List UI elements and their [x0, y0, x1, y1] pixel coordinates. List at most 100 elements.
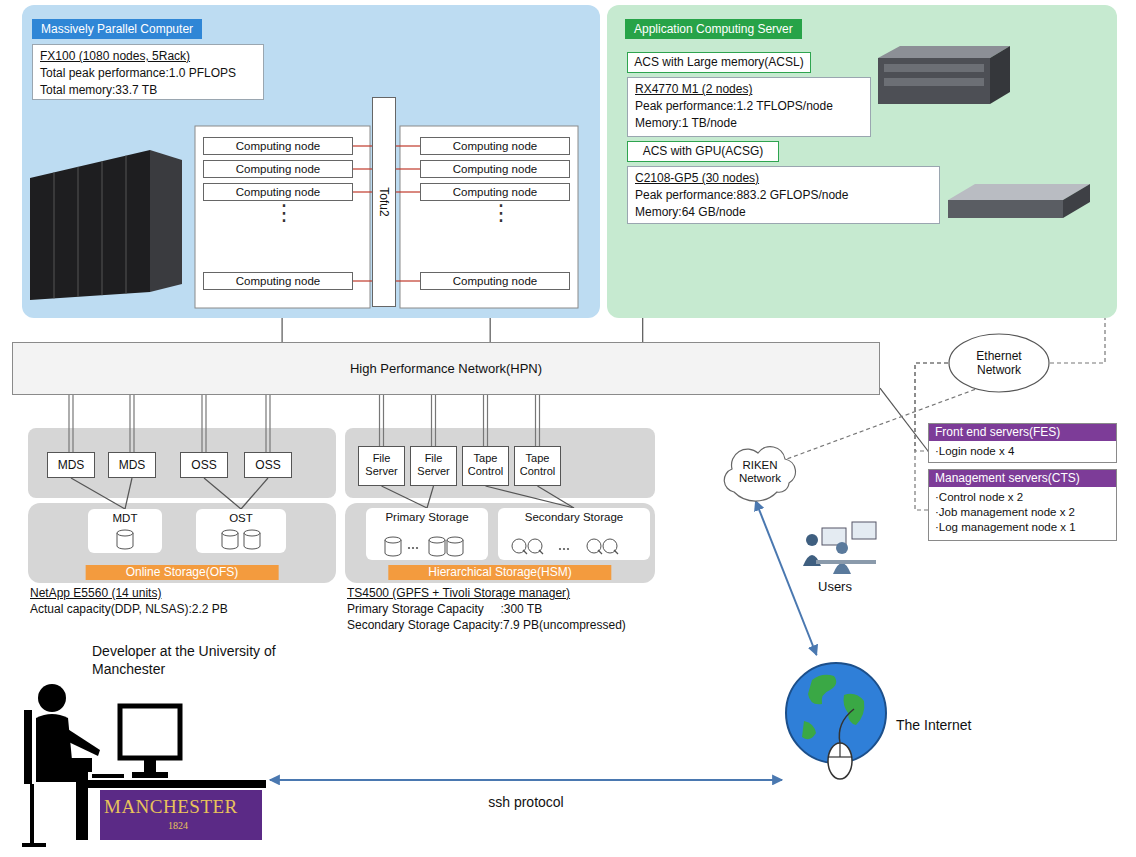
storage-target: Primary Storage — [366, 508, 488, 560]
process-box: Computing node — [420, 272, 570, 290]
node-text: Computing node — [421, 184, 569, 200]
switch-box: Tofu2 — [372, 97, 396, 307]
mouse-icon — [839, 743, 840, 757]
region-panel: Application Computing ServerACS with Lar… — [607, 5, 1117, 318]
connector-line — [379, 395, 380, 446]
node-text: Secondary Storage — [498, 508, 650, 524]
mouse-cable — [839, 709, 854, 743]
server-illustration — [878, 46, 1010, 104]
node-text: ·Control node x 2 — [929, 487, 1116, 505]
node-text: TS4500 (GPFS + Tivoli Storage manager) — [347, 586, 570, 601]
node-text: Peak performance:1.2 TFLOPS/node — [635, 98, 863, 115]
mouse-icon — [828, 743, 852, 779]
panel-background — [28, 503, 336, 583]
ellipsis-mark: ⋮ — [273, 202, 295, 224]
users-illustration — [803, 522, 876, 574]
node-text: MDT — [88, 509, 162, 525]
spec-box: FX100 (1080 nodes, 5Rack)Total peak perf… — [32, 44, 264, 100]
disk-icon — [117, 530, 133, 536]
connector-line — [205, 395, 206, 452]
connector-line — [282, 318, 283, 342]
heading-tab: Massively Parallel Computer — [32, 19, 202, 39]
node-column — [400, 126, 578, 308]
node-text: The Internet — [896, 717, 972, 733]
storage-panel: Hierarchical Storage(HSM)TS4500 (GPFS + … — [345, 503, 655, 583]
node-text: NetApp E5560 (14 units) — [30, 586, 161, 601]
connector — [353, 281, 372, 282]
node-text: Management servers(CTS) — [929, 470, 1116, 487]
connector-line — [353, 168, 372, 169]
process-box: Computing node — [203, 137, 353, 155]
connector-line — [383, 395, 384, 446]
node-text: Tofu2 — [377, 187, 391, 216]
storage-panel — [345, 428, 655, 498]
developer-figure: Developer at the University of Mancheste… — [20, 640, 270, 852]
server-group-box: Front end servers(FES)·Login node x 4 — [928, 423, 1117, 463]
ellipsis-dots — [563, 548, 565, 550]
node-text: Tape Control — [465, 452, 506, 478]
process-box: Computing node — [203, 160, 353, 178]
group-tab: ACS with GPU(ACSG) — [627, 141, 779, 162]
rack-divider — [54, 172, 55, 298]
tape-icon — [603, 539, 617, 553]
connector-line — [535, 395, 536, 446]
connector — [396, 146, 420, 147]
connector — [266, 395, 270, 452]
node-text: Memory:1 TB/node — [635, 115, 863, 132]
node-text: Computing node — [421, 138, 569, 154]
ellipsis-dots — [412, 547, 414, 549]
server-box: Tape Control — [514, 446, 561, 486]
connector — [353, 146, 372, 147]
server-side — [1063, 184, 1090, 218]
node-text: File Server — [361, 452, 402, 478]
ellipsis-dots — [408, 547, 410, 549]
connector — [396, 281, 420, 282]
connector — [486, 486, 575, 508]
tape-icon — [528, 539, 542, 553]
node-text: Total memory:33.7 TB — [40, 82, 256, 99]
storage-target: OST — [196, 509, 286, 553]
connector — [353, 192, 372, 193]
node-text: File Server — [413, 452, 454, 478]
connector — [432, 395, 436, 446]
process-box: Computing node — [420, 137, 570, 155]
panel-background — [22, 5, 600, 318]
edge-label: ssh protocol — [488, 794, 563, 810]
server-front — [948, 200, 1063, 218]
globe-land — [802, 721, 816, 739]
connector-line — [133, 395, 134, 452]
person-icon — [806, 534, 818, 546]
connector-line — [538, 486, 575, 508]
connector-line — [490, 318, 491, 342]
cloud-outline — [724, 447, 795, 501]
node-text: Computing node — [421, 273, 569, 289]
server-illustration — [948, 184, 1090, 218]
connector-line — [353, 145, 372, 146]
node-text: Memory:64 GB/node — [635, 204, 932, 221]
node-column — [195, 126, 370, 308]
connector — [427, 486, 434, 508]
mouse-icon — [828, 756, 852, 757]
node-text: MDS — [116, 458, 149, 472]
server-bay — [884, 64, 984, 72]
storage-target: MDT — [88, 509, 162, 553]
node-text: ACS with Large memory(ACSL) — [628, 53, 810, 71]
monitor-icon — [852, 522, 876, 539]
panel-background — [607, 5, 1117, 318]
rack-divider — [126, 156, 127, 294]
connector-line — [487, 395, 488, 446]
person-legs — [36, 758, 92, 840]
connector-line — [129, 395, 130, 452]
monitor-icon — [144, 758, 156, 774]
node-text: OSS — [252, 458, 283, 472]
server-box: Tape Control — [462, 446, 509, 486]
rack-front — [30, 150, 150, 300]
connector-line — [353, 280, 372, 281]
connector-line — [483, 395, 484, 446]
chair-icon — [24, 710, 32, 784]
node-text: Hierarchical Storage(HSM) — [388, 565, 611, 580]
connector-line — [396, 168, 420, 169]
node-text: MDS — [55, 458, 88, 472]
connector — [282, 318, 283, 342]
node-text: Peak performance:883.2 GFLOPS/node — [635, 187, 932, 204]
